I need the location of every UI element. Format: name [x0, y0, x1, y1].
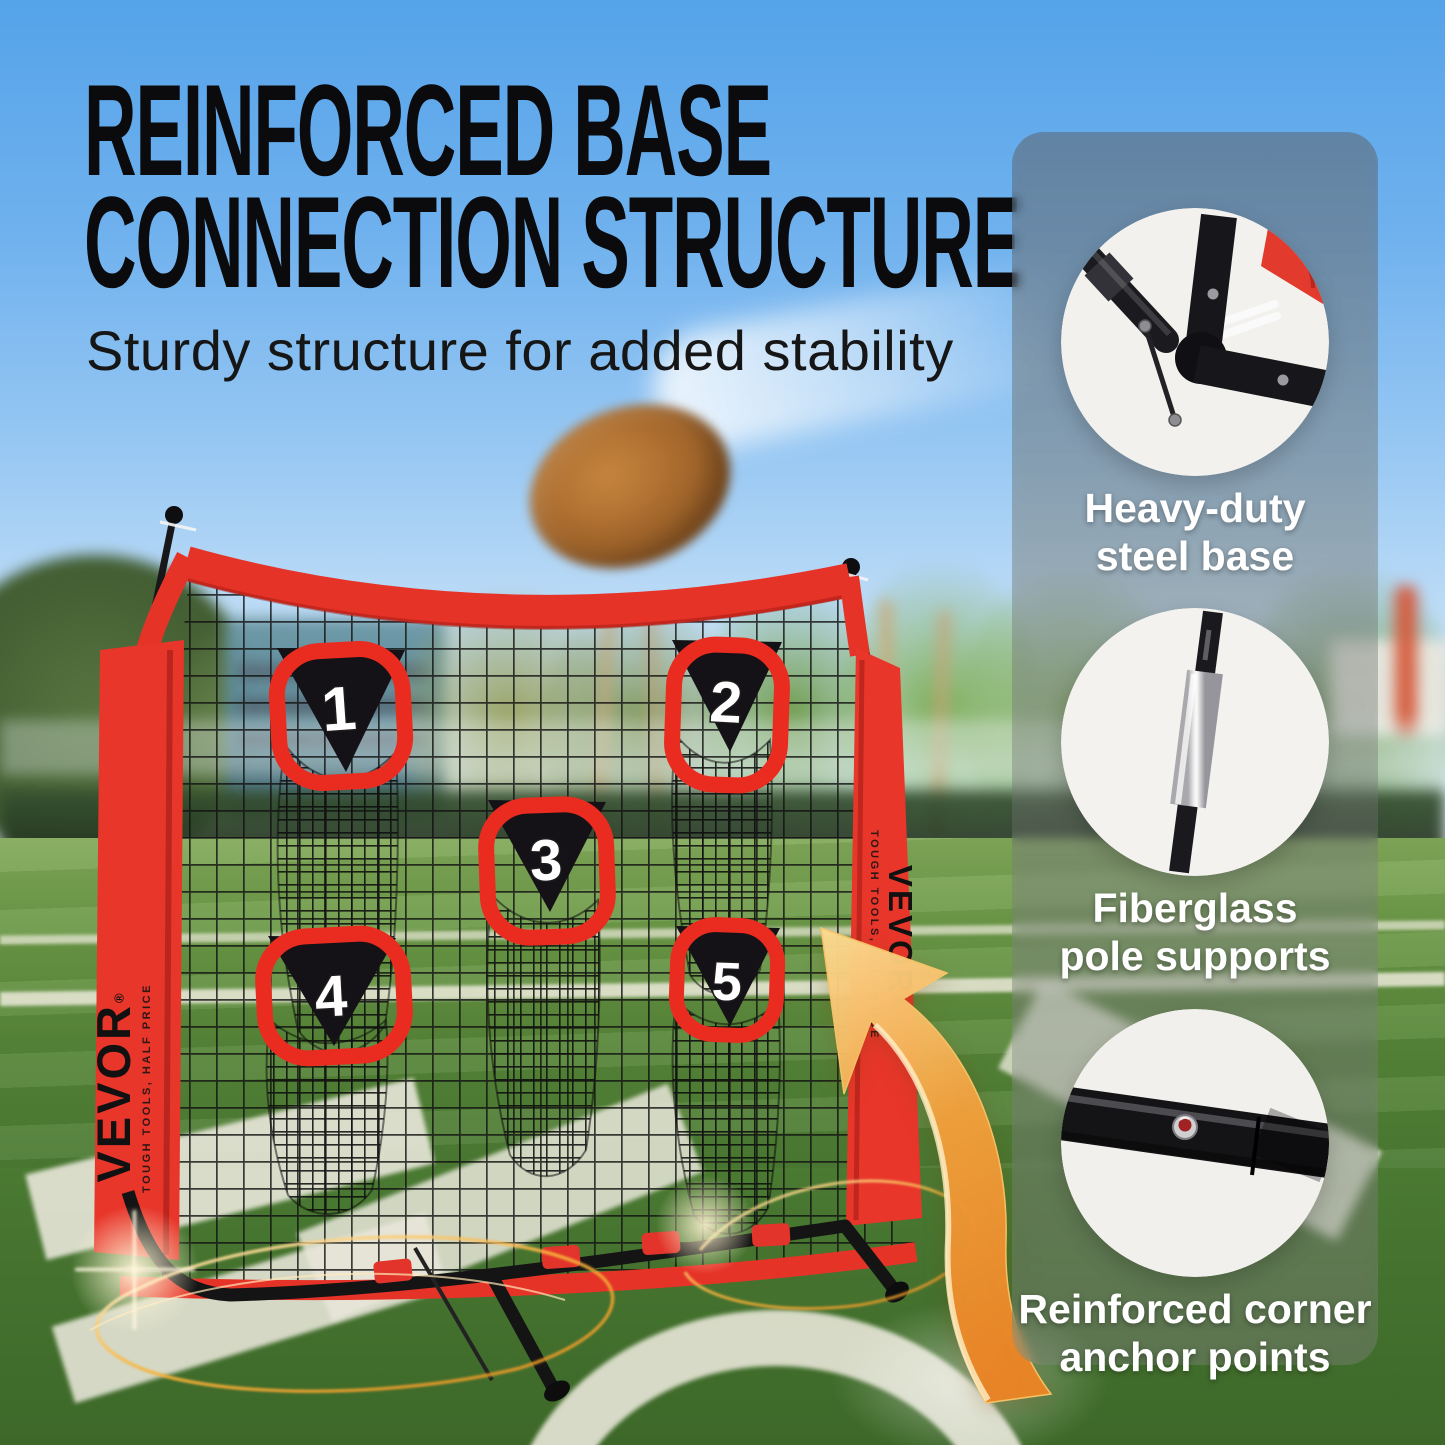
corner-anchor-tube-photo	[1061, 1009, 1329, 1277]
headline: REINFORCED BASE CONNECTION STRUCTURE	[84, 57, 1021, 315]
light-spark	[655, 1175, 755, 1275]
target-pocket-3: 3	[478, 796, 616, 946]
light-spark-ray	[133, 1210, 136, 1330]
pocket-number: 2	[708, 669, 744, 736]
feature-label: Heavy-duty steel base	[1084, 485, 1306, 579]
target-pocket-1: 1	[268, 641, 414, 791]
registered-mark: ®	[111, 993, 127, 1004]
feature-panel: Heavy-duty steel base	[1012, 132, 1378, 1380]
brand-name: VEVOR	[87, 1003, 140, 1183]
fiberglass-pole-photo	[1061, 608, 1329, 876]
feature-label: Reinforced corner anchor points	[1018, 1286, 1372, 1380]
net-red-frame	[94, 546, 922, 1300]
subtitle: Sturdy structure for added stability	[86, 319, 954, 382]
feature-fiberglass-pole: Fiberglass pole supports	[1012, 608, 1378, 980]
steel-base-joint-photo	[1061, 208, 1329, 476]
headline-line-1: REINFORCED BASE	[84, 57, 772, 203]
feature-corner-anchor: Reinforced corner anchor points	[1012, 1009, 1378, 1381]
target-pocket-2: 2	[664, 636, 790, 794]
brand-tagline: TOUGH TOOLS, HALF PRICE	[141, 983, 153, 1193]
target-pocket-4: 4	[255, 925, 413, 1067]
headline-line-2: CONNECTION STRUCTURE	[84, 169, 1021, 315]
football-trainer-net-photo: 1 2 3 4 5	[94, 506, 922, 1402]
feature-steel-base: Heavy-duty steel base	[1012, 208, 1378, 580]
pocket-number: 5	[711, 951, 743, 1012]
target-pocket-5: 5	[668, 917, 786, 1043]
pocket-number: 4	[313, 963, 349, 1030]
pocket-number: 3	[529, 827, 564, 893]
feature-label: Fiberglass pole supports	[1059, 885, 1331, 979]
highlight-arrow	[820, 926, 1053, 1404]
pocket-number: 1	[319, 674, 358, 745]
